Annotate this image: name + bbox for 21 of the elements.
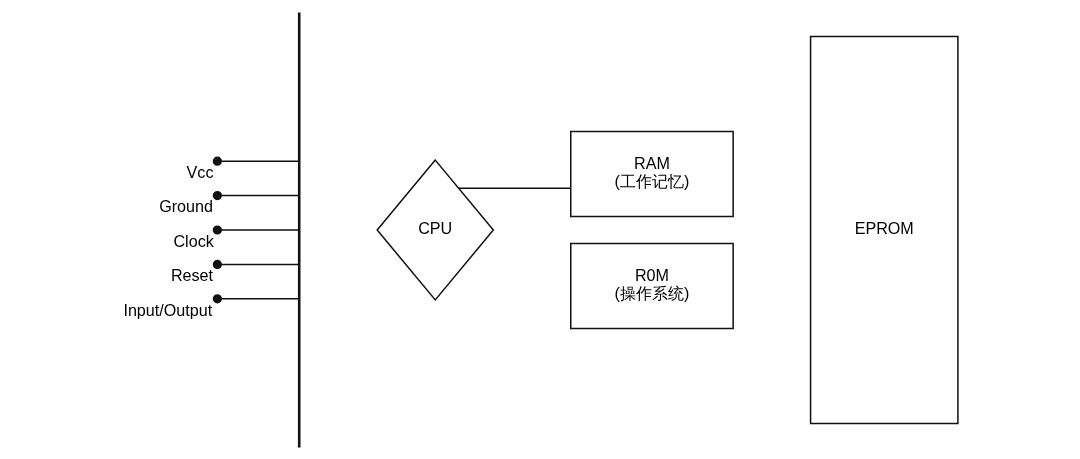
node-circle xyxy=(212,293,222,303)
connector xyxy=(220,159,300,162)
connector xyxy=(220,228,300,231)
connector xyxy=(220,297,300,300)
node-diamond: CPU xyxy=(376,158,495,301)
node-label: Input/Output xyxy=(123,300,213,319)
connector xyxy=(220,263,300,265)
node-bar xyxy=(297,12,301,447)
node-box: R0M (操作系统) xyxy=(570,242,734,329)
node-circle xyxy=(212,224,222,235)
node-box: EPROM xyxy=(809,35,959,424)
node-circle xyxy=(212,259,222,269)
node-circle xyxy=(212,190,222,200)
node-label: Clock xyxy=(173,231,214,250)
node-label: Ground xyxy=(159,196,213,215)
node-label: Vcc xyxy=(186,162,214,181)
node-box: RAM (工作记忆) xyxy=(570,130,734,217)
node-label: Reset xyxy=(170,265,214,284)
connector xyxy=(220,194,300,196)
connector xyxy=(458,187,572,189)
node-circle xyxy=(212,156,222,166)
